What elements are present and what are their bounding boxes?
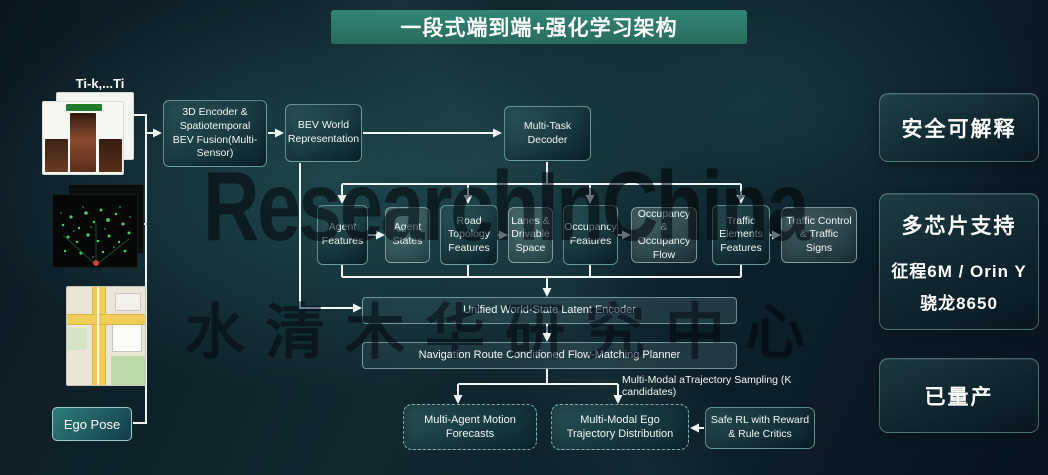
traffic-elements-label: Traffic Elements Features (719, 214, 763, 254)
unified-latent-encoder-label: Unified World-State Latent Encoder (463, 304, 636, 317)
lidar-image (52, 184, 146, 268)
occupancy-features-box: Occupancy Features (563, 205, 618, 265)
safe-rl-label: Safe RL with Reward & Rule Critics (710, 414, 810, 440)
traffic-control-label: Traffic Control & Traffic Signs (786, 214, 852, 254)
encoder-label: 3D Encoder & Spatiotemporal BEV Fusion(M… (172, 106, 258, 160)
traffic-control-box: Traffic Control & Traffic Signs (781, 207, 857, 263)
camera-image (42, 92, 136, 177)
bev-label: BEV World Representation (287, 119, 360, 145)
occupancy-features-label: Occupancy Features (564, 221, 617, 247)
unified-latent-encoder-box: Unified World-State Latent Encoder (362, 297, 737, 324)
agent-features-box: Agent Features (317, 205, 368, 265)
map-image (66, 286, 146, 386)
panel-production: 已量产 (879, 358, 1039, 433)
map-building-block-2 (115, 292, 141, 311)
traffic-elements-box: Traffic Elements Features (712, 205, 770, 265)
panel-safety-title: 安全可解释 (901, 117, 1017, 141)
panel-chips-line-2: 骁龙8650 (920, 293, 998, 313)
map-building-block (112, 320, 143, 352)
encoder-box: 3D Encoder & Spatiotemporal BEV Fusion(M… (163, 100, 267, 167)
multi-task-decoder-box: Multi-Task Decoder (504, 106, 591, 161)
road-topology-box: Road Topology Features (440, 205, 498, 265)
camera-card-front (42, 101, 124, 175)
panel-safety: 安全可解释 (879, 93, 1039, 162)
flow-matching-planner-label: Navigation Route Conditioned Flow-Matchi… (418, 349, 681, 362)
lidar-point-cloud (60, 206, 131, 266)
page-title: 一段式端到端+强化学习架构 (400, 17, 678, 40)
panel-production-title: 已量产 (924, 385, 994, 409)
camera-green-strip (66, 104, 102, 111)
bev-representation-box: BEV World Representation (285, 104, 362, 162)
occupancy-flow-label: Occupancy & Occupancy Flow (637, 207, 691, 261)
occupancy-flow-box: Occupancy & Occupancy Flow (631, 207, 697, 263)
agent-states-label: Agent States (392, 221, 423, 247)
map-road-vertical (91, 287, 107, 385)
panel-chips: 多芯片支持 征程6M / Orin Y 骁龙8650 (879, 193, 1039, 330)
motion-forecasts-box: Multi-Agent Motion Forecasts (403, 404, 537, 450)
safe-rl-box: Safe RL with Reward & Rule Critics (705, 407, 815, 449)
decoder-label: Multi-Task Decoder (523, 119, 572, 146)
panel-chips-title: 多芯片支持 (901, 214, 1017, 238)
ego-pose-box: Ego Pose (52, 407, 132, 441)
lanes-drivable-box: Lanes & Drivable Space (508, 207, 553, 263)
map-green-left (67, 328, 88, 350)
flow-matching-planner-box: Navigation Route Conditioned Flow-Matchi… (362, 342, 737, 369)
title-bar: 一段式端到端+强化学习架构 (331, 10, 747, 44)
camera-photo-center (70, 113, 96, 172)
map-green-bottom (110, 355, 145, 385)
panel-chips-line-1: 征程6M / Orin Y (891, 261, 1027, 281)
ego-trajectory-label: Multi-Modal Ego Trajectory Distribution (566, 413, 674, 440)
ego-pose-label: Ego Pose (63, 416, 121, 432)
lidar-card-front (52, 194, 138, 268)
lanes-drivable-label: Lanes & Drivable Space (511, 214, 550, 254)
agent-states-box: Agent States (385, 207, 430, 263)
ego-trajectory-box: Multi-Modal Ego Trajectory Distribution (551, 404, 689, 450)
map-road-centerline (97, 287, 100, 385)
motion-forecasts-label: Multi-Agent Motion Forecasts (424, 413, 516, 440)
agent-features-label: Agent Features (321, 221, 364, 247)
map-road-horizontal (67, 314, 145, 326)
trajectory-sampling-label: Multi-Modal aTrajectory Sampling (K cand… (622, 374, 792, 398)
road-topology-label: Road Topology Features (447, 214, 491, 254)
camera-photo-right (99, 139, 122, 172)
time-window-label: Ti-k,...Ti (75, 76, 125, 91)
camera-photo-left (45, 139, 68, 172)
